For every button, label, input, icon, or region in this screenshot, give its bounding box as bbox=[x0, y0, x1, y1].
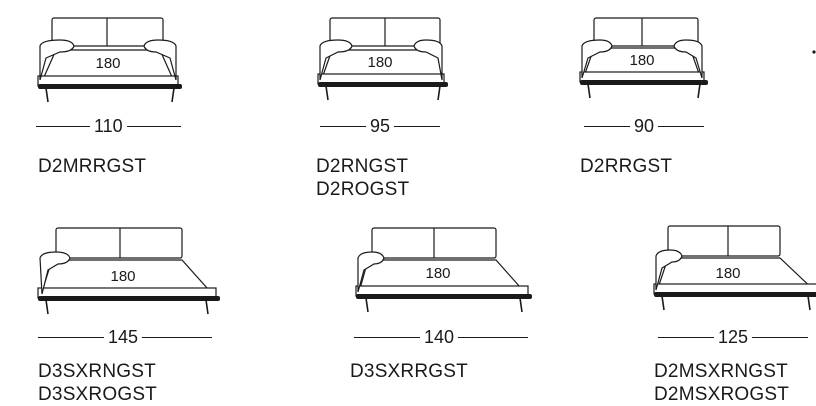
sofa-module-drawing: 180 bbox=[579, 17, 816, 99]
module-card: 180 145 D3SXRNGST D3SXROGST bbox=[0, 220, 300, 405]
sofa-module-drawing: 180 bbox=[653, 225, 816, 311]
sofa-module-drawing: 180 bbox=[37, 227, 220, 315]
seat-depth-label: 180 bbox=[367, 54, 392, 71]
width-dimension: 145 bbox=[38, 327, 213, 347]
model-code: D3SXRNGST bbox=[38, 361, 156, 382]
width-dimension: 110 bbox=[36, 116, 181, 136]
width-dimension: 125 bbox=[658, 327, 809, 347]
model-codes: D2MRRGST bbox=[38, 155, 146, 178]
model-code: D2RNGST bbox=[316, 156, 409, 177]
sofa-module-drawing: 180 bbox=[355, 227, 532, 313]
module-card: 180 110 D2MRRGST bbox=[0, 0, 270, 200]
module-card: 180 125 D2MSXRNGST D2MSXROGST bbox=[620, 220, 816, 405]
model-codes: D2MSXRNGST D2MSXROGST bbox=[654, 360, 789, 406]
module-card: 180 90 D2RRGST bbox=[540, 0, 816, 200]
model-code: D2ROGST bbox=[316, 179, 410, 200]
width-dimension: 95 bbox=[320, 116, 441, 136]
width-value: 110 bbox=[94, 116, 123, 136]
seat-depth-label: 180 bbox=[110, 268, 135, 285]
model-codes: D2RRGST bbox=[580, 155, 672, 178]
model-code: D3SXROGST bbox=[38, 384, 157, 405]
seat-depth-label: 180 bbox=[629, 52, 654, 69]
module-card: 180 95 D2RNGST D2ROGST bbox=[280, 0, 550, 200]
width-value: 90 bbox=[634, 116, 655, 136]
seat-depth-label: 180 bbox=[715, 265, 740, 282]
model-codes: D2RNGST D2ROGST bbox=[316, 155, 409, 201]
seat-depth-label: 180 bbox=[425, 265, 450, 282]
model-code: D2RRGST bbox=[580, 156, 673, 177]
model-code: D2MSXRNGST bbox=[654, 361, 788, 382]
model-codes: D3SXRNGST D3SXROGST bbox=[38, 360, 157, 406]
model-code: D2MRRGST bbox=[38, 156, 147, 177]
width-value: 125 bbox=[718, 327, 749, 347]
width-value: 140 bbox=[424, 327, 455, 347]
model-codes: D3SXRRGST bbox=[350, 360, 468, 383]
model-code: D2MSXROGST bbox=[654, 384, 790, 405]
width-value: 95 bbox=[370, 116, 391, 136]
width-dimension: 90 bbox=[584, 116, 705, 136]
seat-depth-label: 180 bbox=[95, 55, 120, 72]
model-code: D3SXRRGST bbox=[350, 361, 468, 382]
width-value: 145 bbox=[108, 327, 139, 347]
width-dimension: 140 bbox=[354, 327, 529, 347]
sofa-module-drawing: 180 bbox=[37, 17, 182, 103]
sofa-module-drawing: 180 bbox=[317, 17, 448, 101]
module-card: 180 140 D3SXRRGST bbox=[310, 220, 610, 402]
